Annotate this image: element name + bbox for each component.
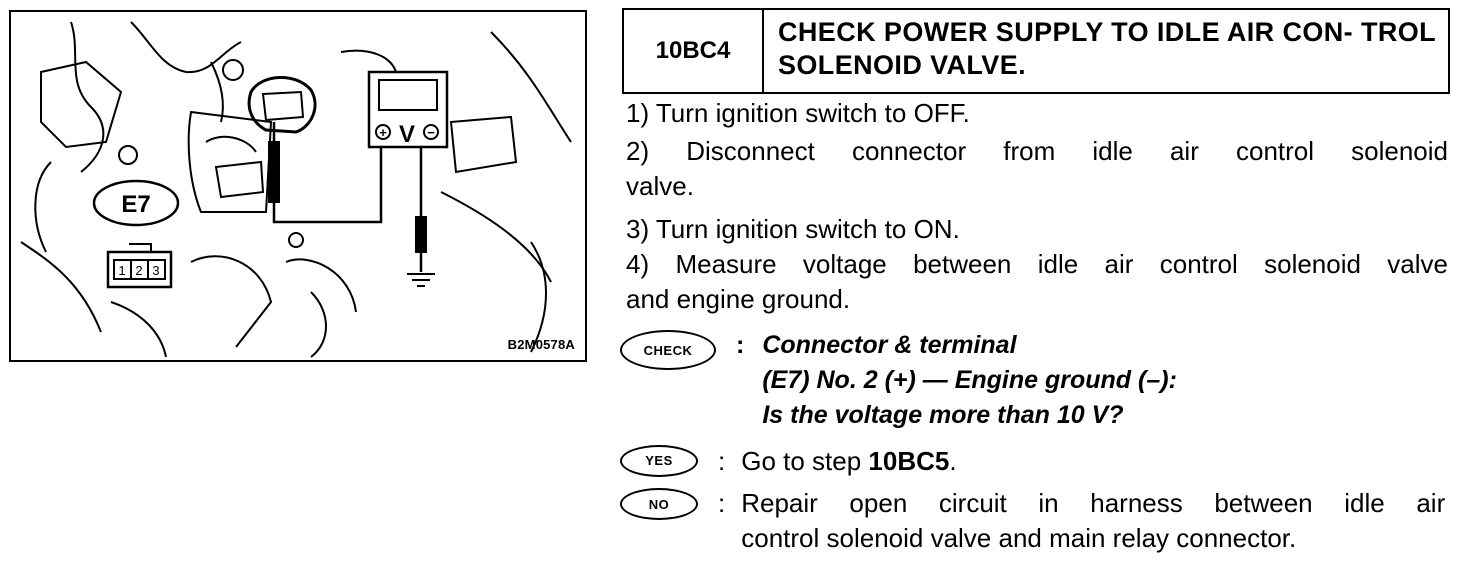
no-row: NO : Repair open circuit in harness betw… (620, 486, 1445, 556)
instruction-1: 1) Turn ignition switch to OFF. (626, 98, 970, 128)
check-block: CHECK : Connector & terminal (E7) No. 2 … (620, 328, 1177, 433)
engine-bay-drawing: E7 1 2 3 V + − (20, 21, 572, 358)
yes-text: Go to step 10BC5. (741, 443, 956, 479)
no-badge: NO (620, 488, 698, 520)
meter-minus-icon: − (427, 125, 435, 140)
no-text: Repair open circuit in harness between i… (741, 486, 1445, 556)
no-line-2: control solenoid valve and main relay co… (741, 523, 1297, 553)
wiring-illustration: E7 1 2 3 V + − B2M0578A (9, 10, 587, 362)
check-colon: : (736, 331, 745, 359)
connector-id-label: E7 (121, 191, 150, 218)
yes-badge: YES (620, 445, 698, 477)
yes-prefix: Go to step (741, 446, 869, 476)
instruction-4-cont: and engine ground. (626, 284, 851, 314)
yes-target-step: 10BC5 (868, 446, 950, 476)
terminal-3-label: 3 (152, 263, 159, 278)
yes-suffix: . (949, 446, 957, 476)
no-line-1: Repair open circuit in harness between i… (741, 488, 1446, 518)
step-title: CHECK POWER SUPPLY TO IDLE AIR CON- TROL… (778, 17, 1436, 80)
check-line-1: Connector & terminal (762, 331, 1017, 359)
instruction-3: 3) Turn ignition switch to ON. (626, 214, 960, 244)
yes-row: YES : Go to step 10BC5. (620, 443, 957, 479)
check-text: Connector & terminal (E7) No. 2 (+) — En… (762, 328, 1177, 433)
check-line-2: (E7) No. 2 (+) — Engine ground (–): (762, 366, 1177, 394)
instruction-2: 2) Disconnect connector from idle air co… (626, 136, 1448, 166)
no-colon: : (718, 488, 726, 518)
meter-label: V (399, 121, 415, 148)
check-line-3: Is the voltage more than 10 V? (762, 401, 1124, 429)
instruction-2-cont: valve. (626, 171, 694, 201)
check-badge: CHECK (620, 330, 716, 370)
step-header: 10BC4 CHECK POWER SUPPLY TO IDLE AIR CON… (622, 8, 1450, 94)
terminal-2-label: 2 (135, 263, 142, 278)
figure-code: B2M0578A (507, 337, 575, 352)
terminal-1-label: 1 (118, 263, 125, 278)
instructions: 1) Turn ignition switch to OFF. 2) Disco… (626, 96, 1448, 317)
step-id: 10BC4 (624, 10, 764, 92)
instruction-4: 4) Measure voltage between idle air cont… (626, 249, 1448, 279)
yes-colon: : (718, 446, 726, 476)
meter-plus-icon: + (379, 125, 387, 140)
